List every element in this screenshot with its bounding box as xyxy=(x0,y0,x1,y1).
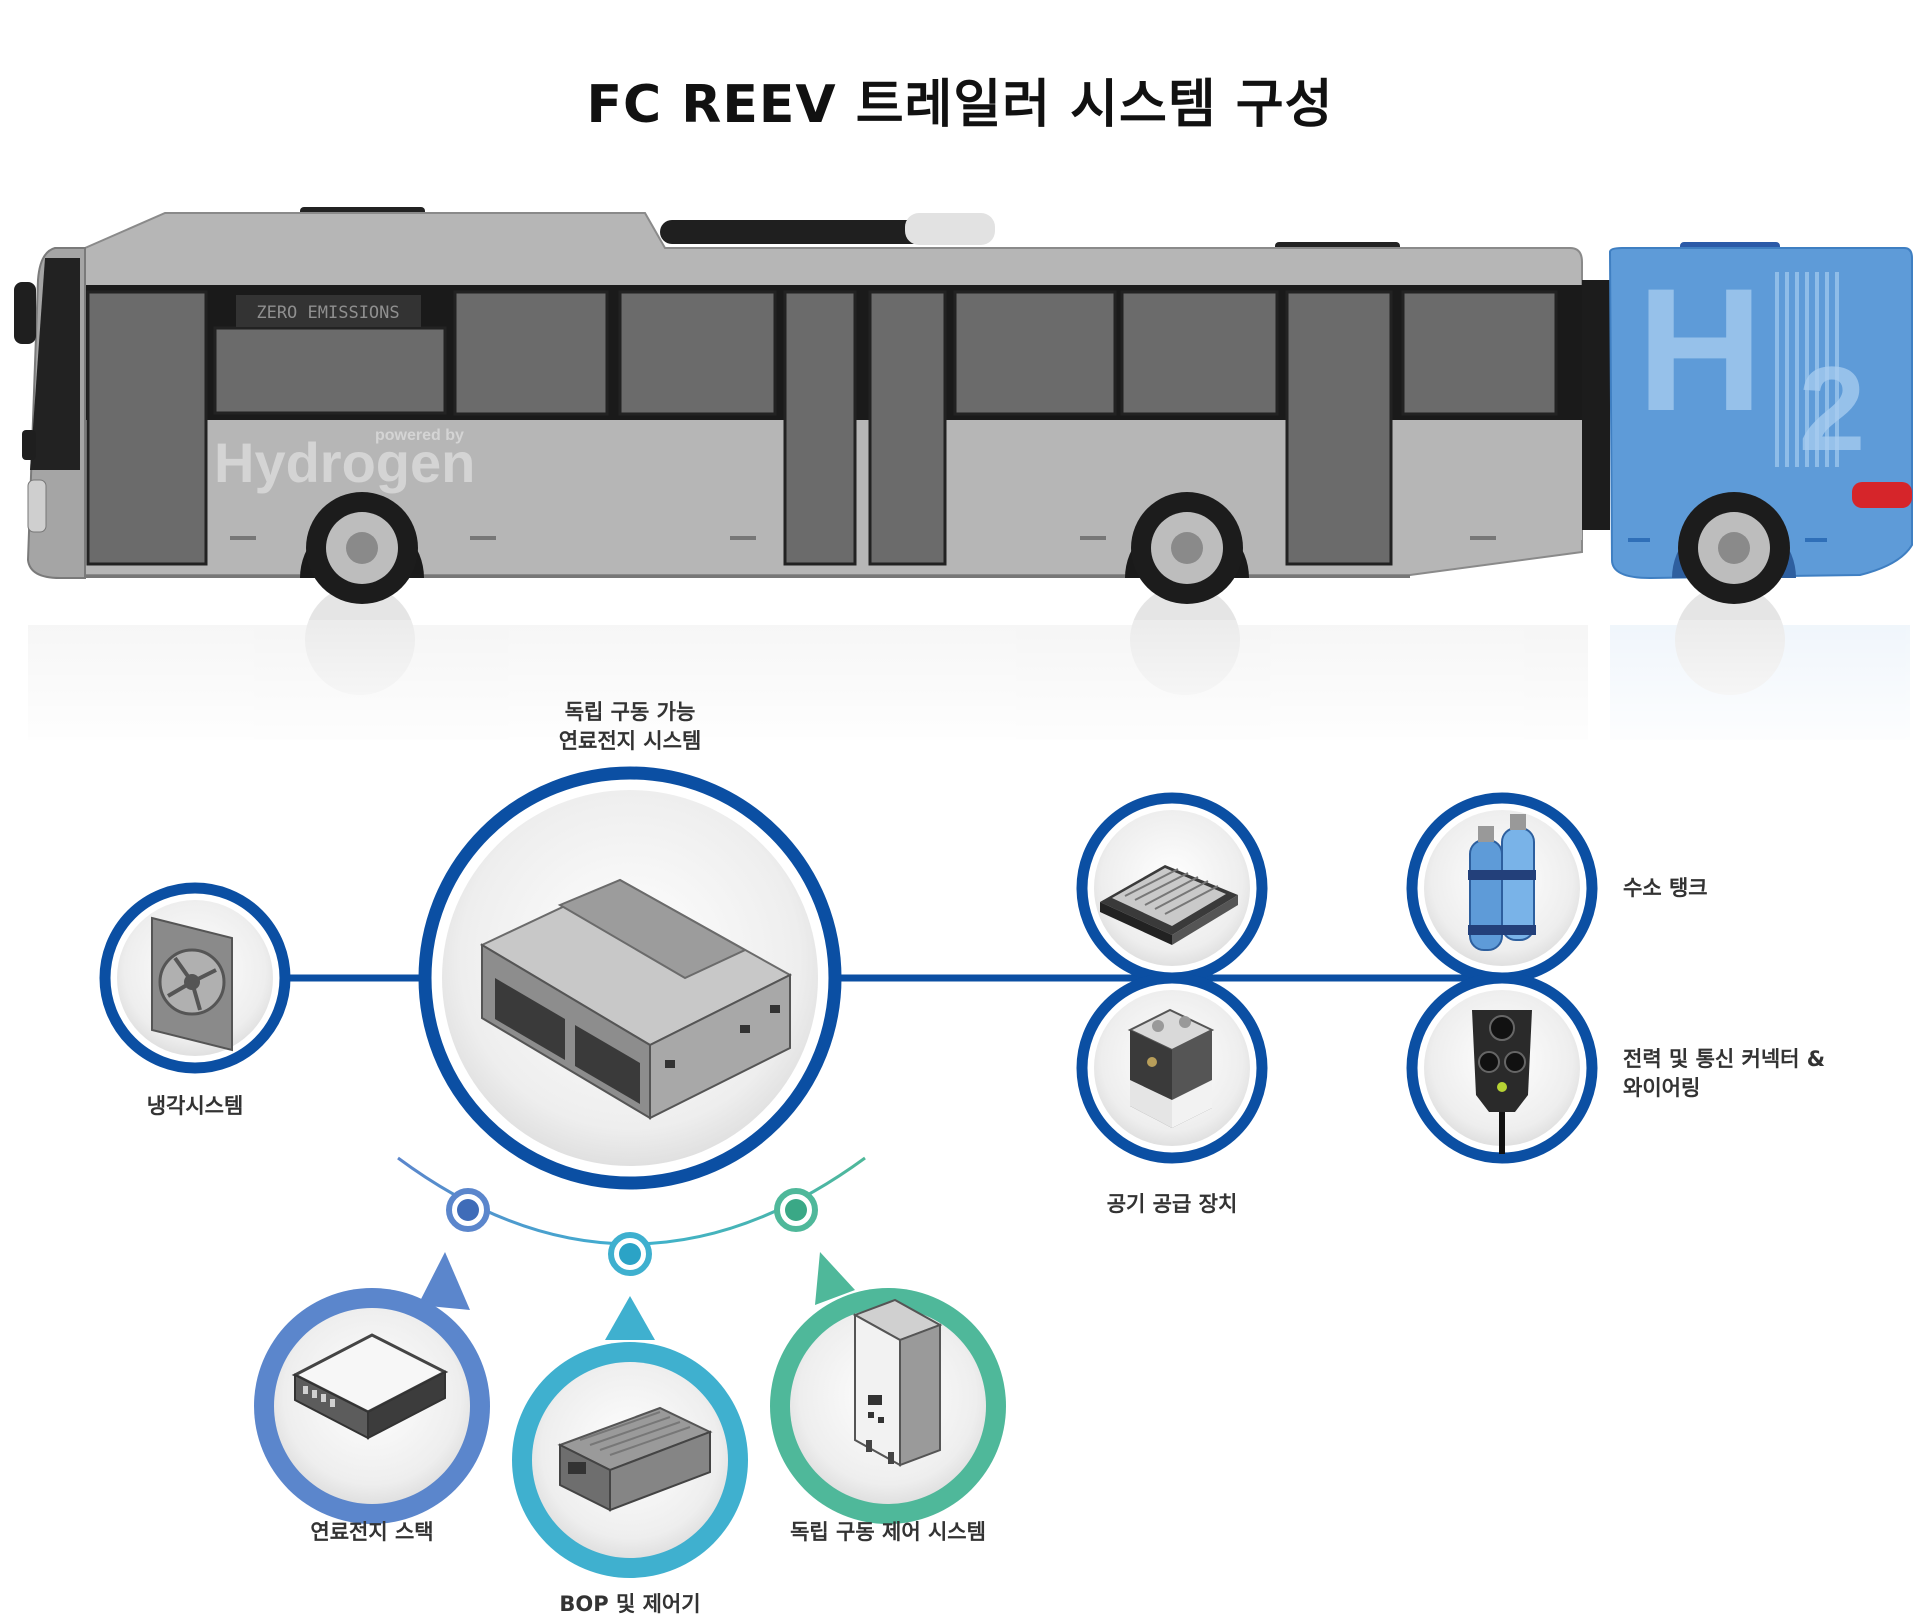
bus-logo-small: powered by xyxy=(375,427,464,444)
control-system-node xyxy=(770,1252,1006,1524)
bus-illustration: ZERO EMISSIONS powered by Hydrogen H 2 xyxy=(0,207,1920,760)
hydrogen-tank-icon xyxy=(1468,814,1536,951)
trailer-h2-subscript: 2 xyxy=(1799,342,1866,476)
wheel xyxy=(1131,492,1243,604)
trailer-h2-mark: H xyxy=(1637,253,1763,448)
connector-label: 전력 및 통신 커넥터 & 와이어링 xyxy=(1623,1045,1825,1103)
battery-icon xyxy=(1127,1008,1215,1128)
fuel-cell-stack-label: 연료전지 스택 xyxy=(310,1520,434,1544)
cooling-system-node xyxy=(99,882,291,1074)
cooling-system-label: 냉각시스템 xyxy=(146,1094,244,1118)
arc-node-stack xyxy=(446,1188,490,1232)
hydrogen-tank-node xyxy=(1406,792,1598,984)
air-filter-icon xyxy=(1100,865,1238,945)
bus-logo-big: Hydrogen xyxy=(214,431,475,494)
bus-windows xyxy=(86,290,1558,566)
fuel-cell-module-icon xyxy=(479,878,793,1120)
arc-node-control xyxy=(774,1188,818,1232)
side-mirror xyxy=(14,282,36,344)
fuel-cell-stack-node xyxy=(254,1252,490,1524)
roof-unit xyxy=(905,213,995,245)
control-system-label: 독립 구동 제어 시스템 xyxy=(790,1520,986,1544)
trailer-vent-stripes xyxy=(1775,272,1839,467)
battery-node xyxy=(1076,972,1268,1164)
control-cabinet-icon xyxy=(852,1298,943,1467)
air-supply-label: 공기 공급 장치 xyxy=(1106,1192,1238,1216)
destination-sign xyxy=(236,295,421,327)
hydrogen-tank-label: 수소 탱크 xyxy=(1623,876,1708,900)
inverter-box-icon xyxy=(557,1406,713,1512)
wheel xyxy=(306,492,418,604)
tail-light xyxy=(1852,482,1912,508)
fuel-cell-system-node xyxy=(418,766,842,1190)
stack-box-icon xyxy=(291,1333,449,1440)
destination-sign-text: ZERO EMISSIONS xyxy=(256,303,399,323)
connector-label-line2: 와이어링 xyxy=(1623,1076,1701,1100)
fuel-cell-system-label-line2: 연료전지 시스템 xyxy=(558,729,702,753)
fuel-cell-system-label: 독립 구동 가능 연료전지 시스템 xyxy=(559,698,702,756)
radiator-fan-icon xyxy=(151,916,233,1052)
arc-node-bop xyxy=(608,1232,652,1276)
connector-label-line1: 전력 및 통신 커넥터 & xyxy=(1623,1047,1826,1071)
bop-label: BOP 및 제어기 xyxy=(559,1592,701,1616)
trailer-coupling xyxy=(1582,280,1610,530)
connector-node xyxy=(1406,972,1598,1164)
wheel xyxy=(1678,492,1790,604)
air-supply-node xyxy=(1076,792,1268,984)
fuel-cell-system-label-line1: 독립 구동 가능 xyxy=(564,700,696,724)
page-title: FC REEV 트레일러 시스템 구성 xyxy=(586,75,1334,135)
side-markers xyxy=(230,536,1496,540)
power-connector-icon xyxy=(1472,1010,1532,1154)
bop-node xyxy=(512,1296,748,1578)
